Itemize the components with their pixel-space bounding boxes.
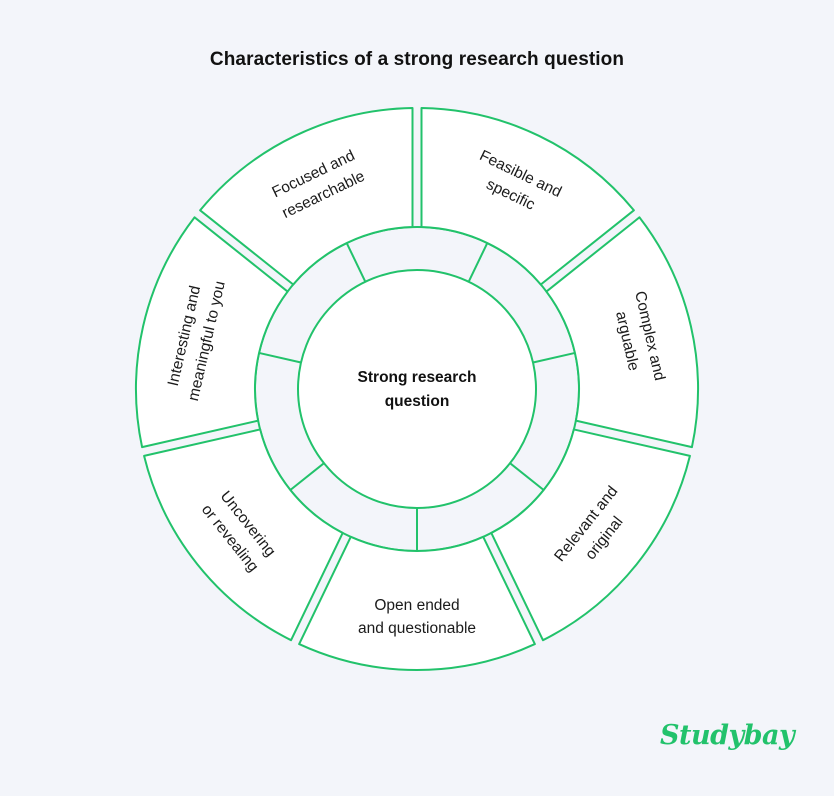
- diagram-title: Characteristics of a strong research que…: [209, 49, 625, 70]
- segment-focused: [199, 107, 414, 286]
- segment-label-line: Open ended: [374, 597, 459, 614]
- segment-feasible: [420, 107, 635, 286]
- spokes-layer: [258, 242, 576, 551]
- spoke-uncovering: [289, 462, 325, 491]
- spoke-relevant: [509, 462, 545, 491]
- segment-label-line: and questionable: [358, 620, 476, 637]
- center-layer: Strong research question: [297, 269, 537, 509]
- spoke-interesting: [258, 351, 302, 364]
- spoke-focused: [345, 242, 367, 283]
- spoke-feasible: [467, 242, 489, 283]
- center-label-line: Strong research: [358, 369, 477, 386]
- center-label: Strong research question: [358, 369, 477, 410]
- center-circle: [297, 269, 537, 509]
- segment-interesting: [135, 216, 289, 449]
- segment-open-ended: [298, 535, 536, 671]
- segment-uncovering: [143, 428, 344, 642]
- segment-label-open-ended: Open ended and questionable: [358, 597, 476, 637]
- studybay-logo: Studybay: [660, 720, 795, 751]
- segment-complex: [545, 216, 699, 449]
- spoke-complex: [532, 351, 576, 364]
- segment-relevant: [490, 428, 691, 642]
- center-label-line: question: [385, 393, 450, 410]
